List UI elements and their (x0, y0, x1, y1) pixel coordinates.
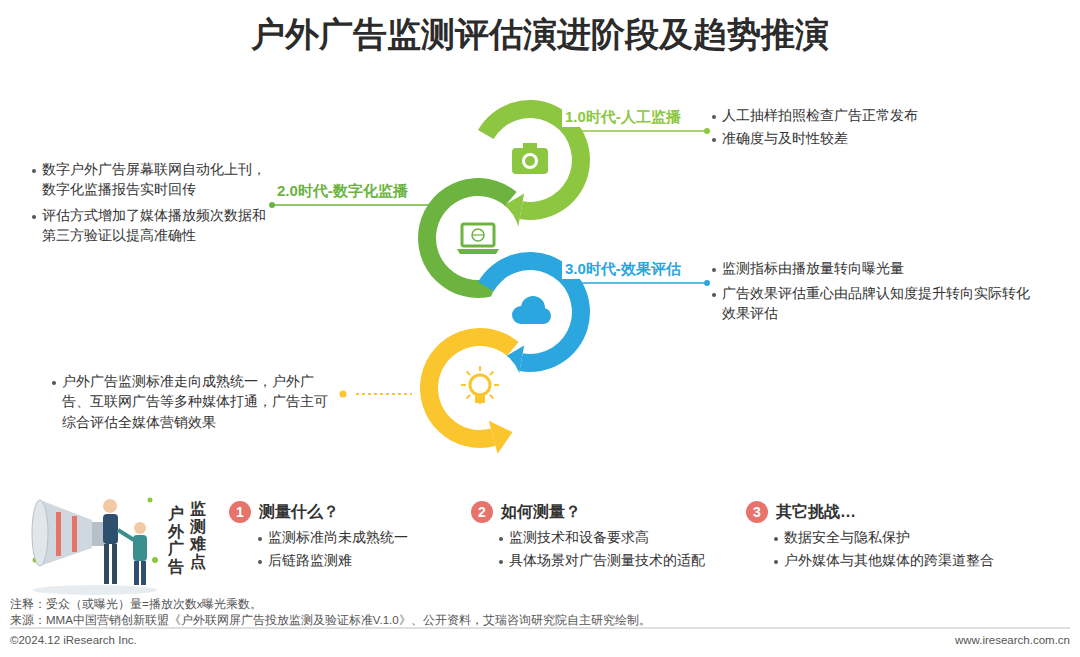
person-leg (141, 561, 146, 585)
person-body (103, 514, 118, 544)
era-heading: 3.0时代-效果评估 (562, 258, 684, 279)
leader-dot (269, 202, 275, 208)
bullet-text: 评估方式增加了媒体播放频次数据和第三方验证以提高准确性 (42, 206, 268, 247)
person-leg (134, 561, 139, 585)
era-heading: 2.0时代-数字化监播 (274, 180, 411, 201)
vertical-heading: 监测难点 (190, 500, 206, 570)
bullet-text: 监测指标由播放量转向曝光量 (722, 259, 1042, 279)
bullet-text: 数字户外广告屏幕联网自动化上刊，数字化监播报告实时回传 (42, 160, 268, 201)
leader-dot (704, 280, 710, 286)
dot (152, 557, 158, 563)
section-heading: 如何测量？ (501, 500, 581, 524)
person-leg (112, 544, 117, 584)
leader-dot (704, 128, 710, 134)
leader-line (274, 204, 440, 206)
megaphone-handle (92, 522, 104, 546)
number-circle: 3其它挑战… (746, 501, 768, 523)
bullet-text: 准确度与及时性较差 (722, 129, 1042, 149)
footnote: ©2024.12 iResearch Inc. (10, 632, 410, 649)
person-body (133, 535, 147, 561)
leader-line (562, 130, 704, 132)
bullet-text: 数据安全与隐私保护 (784, 528, 1064, 548)
bullet-text: 户外媒体与其他媒体的跨渠道整合 (784, 551, 1064, 571)
vertical-heading: 户外广告 (168, 505, 184, 575)
era-ring (420, 328, 522, 454)
footnote: 注释：受众（或曝光）量=播放次数x曝光乘数。 (10, 596, 1010, 613)
dot (148, 498, 153, 503)
era-ring: 3.0时代-效果评估 (470, 252, 590, 372)
title: 户外广告监测评估演进阶段及趋势推演 (0, 12, 1080, 56)
era-ring: 1.0时代-人工监播 (470, 100, 590, 220)
megaphone-figure (32, 498, 158, 596)
footnote: www.iresearch.com.cn (955, 632, 1070, 649)
bullet-text: 人工抽样拍照检查广告正常发布 (722, 106, 1042, 126)
leader-line (356, 393, 412, 395)
bullet-text: 户外广告监测标准走向成熟统一，户外广告、互联网广告等多种媒体打通，广告主可综合评… (62, 372, 330, 433)
megaphone-mouth (32, 500, 48, 566)
era-heading: 1.0时代-人工监播 (562, 106, 684, 127)
footer-rule (10, 628, 1070, 629)
bullet-text: 后链路监测难 (268, 551, 468, 571)
callout-number: 1 (229, 501, 251, 523)
bullet-text: 监测技术和设备要求高 (509, 528, 739, 548)
leader-line (562, 282, 704, 284)
bulb-icon (461, 366, 499, 404)
person-arm (118, 530, 134, 540)
section-heading: 测量什么？ (259, 500, 339, 524)
person-head (134, 522, 146, 534)
leader-dot (340, 391, 347, 398)
bullet-text: 广告效果评估重心由品牌认知度提升转向实际转化效果评估 (722, 284, 1032, 325)
bullet-text: 监测标准尚未成熟统一 (268, 528, 468, 548)
person-leg (104, 544, 109, 584)
laptop-icon (457, 224, 499, 254)
era-ring: 2.0时代-数字化监播 (418, 178, 538, 298)
ring-arrowhead (489, 421, 513, 454)
callout-number: 3 (746, 501, 768, 523)
number-circle: 1测量什么？ (229, 501, 251, 523)
person-head (103, 499, 117, 513)
bullet-text: 具体场景对广告测量技术的适配 (509, 551, 739, 571)
section-heading: 其它挑战… (776, 500, 856, 524)
megaphone-stripe (56, 512, 61, 556)
cloud-icon (512, 296, 551, 324)
ring-inner (438, 346, 522, 430)
number-circle: 2如何测量？ (471, 501, 493, 523)
ground-shadow (33, 585, 157, 595)
camera-icon (512, 143, 548, 174)
callout-number: 2 (471, 501, 493, 523)
megaphone-stripe (72, 516, 77, 552)
footnote: 来源：MMA中国营销创新联盟《户外联网屏广告投放监测及验证标准V.1.0》、公开… (10, 612, 1070, 629)
